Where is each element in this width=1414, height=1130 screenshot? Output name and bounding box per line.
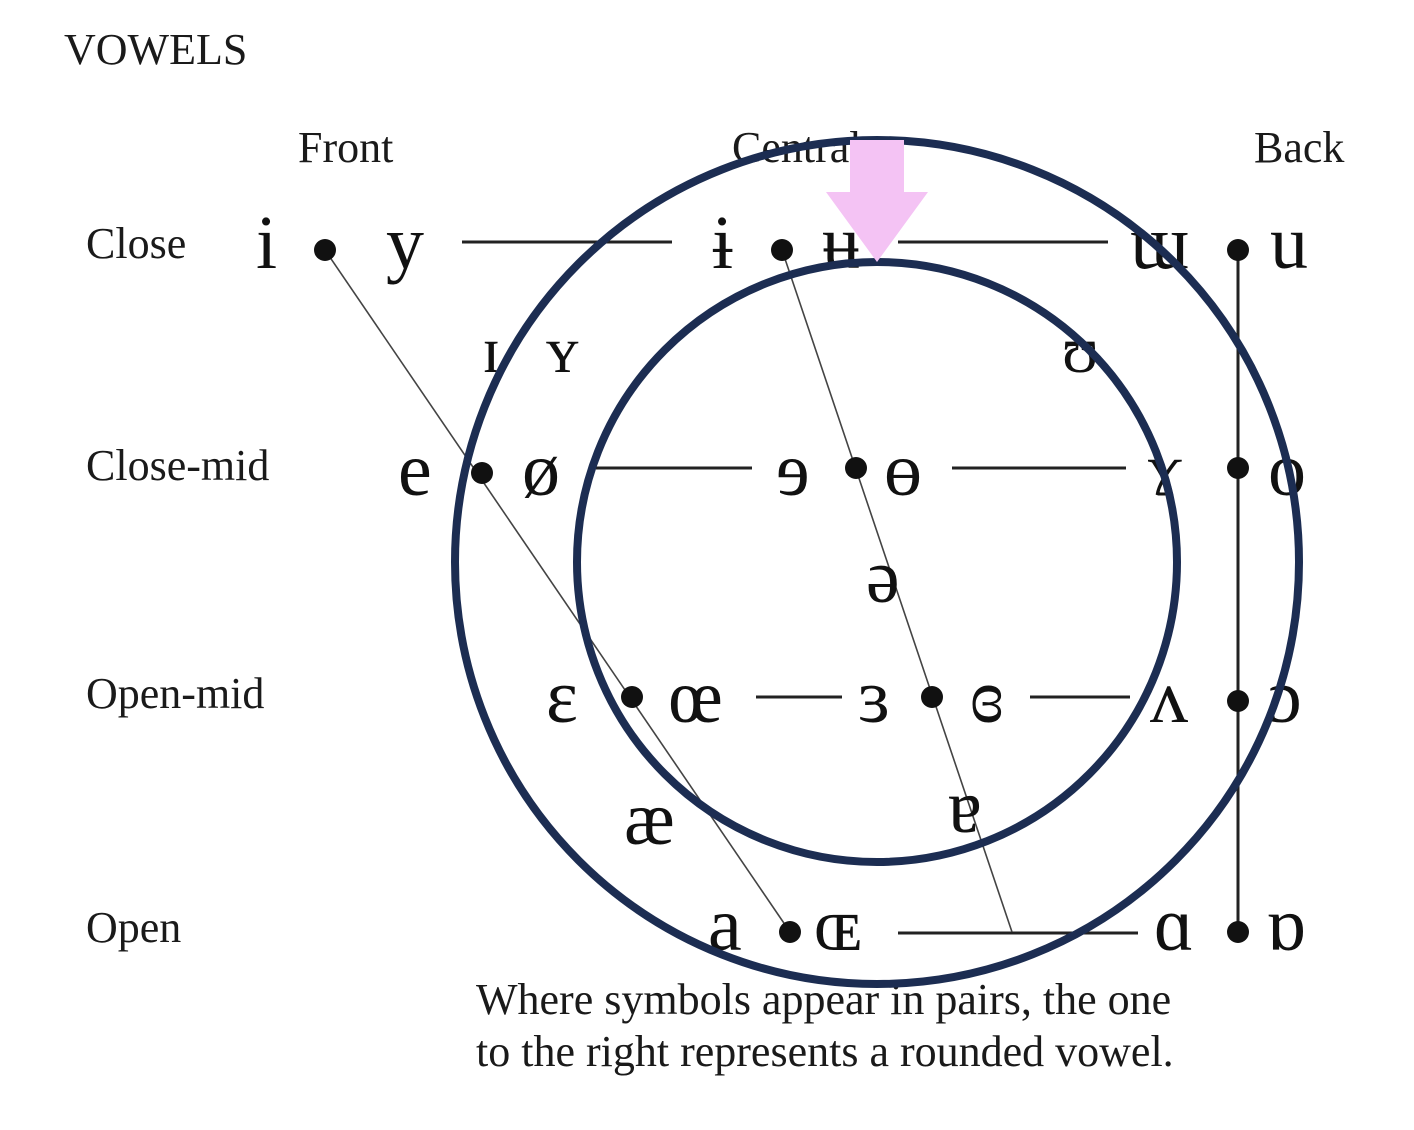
vowel-symbol: y — [386, 201, 424, 285]
vowel-symbol: ɜ — [858, 655, 890, 739]
vowel-symbol: ɨ — [712, 201, 733, 285]
vowel-symbol: ɑ — [1154, 883, 1194, 967]
open-back-dot — [1227, 921, 1249, 943]
row-label-close-mid: Close-mid — [86, 441, 269, 490]
vowel-symbol: ɛ — [546, 655, 578, 739]
vowel-symbol: ʏ — [546, 314, 579, 387]
vowel-symbol: ə — [866, 535, 900, 619]
close-central-dot — [771, 239, 793, 261]
chart-title: VOWELS — [64, 25, 247, 74]
row-label-open-mid: Open-mid — [86, 669, 264, 718]
vowel-symbol: ɪ — [482, 314, 500, 387]
column-label-back: Back — [1254, 123, 1344, 172]
vowel-symbol: ɞ — [970, 655, 1004, 739]
close-back-dot — [1227, 239, 1249, 261]
arrow-down-icon — [826, 140, 928, 262]
vowel-symbol: ø — [522, 428, 560, 512]
vowel-symbol: u — [1270, 201, 1308, 285]
open-mid-front-dot — [621, 686, 643, 708]
vowel-symbol: ɘ — [776, 428, 810, 512]
vowel-symbol: ɶ — [814, 883, 862, 967]
front-diagonal-line — [324, 249, 791, 933]
vowel-symbol: œ — [668, 655, 723, 739]
vowel-symbol: ɒ — [1266, 883, 1306, 967]
vowel-symbol: i — [256, 201, 277, 285]
row-label-open: Open — [86, 903, 181, 952]
vowel-symbol: æ — [624, 777, 675, 861]
central-diagonal-line — [781, 249, 1013, 933]
open-front-dot — [779, 921, 801, 943]
row-label-close: Close — [86, 219, 186, 268]
close-front-dot — [314, 239, 336, 261]
open-mid-central-dot — [921, 686, 943, 708]
close-mid-back-dot — [1227, 457, 1249, 479]
vowel-symbol: ɵ — [884, 428, 922, 512]
close-mid-central-dot — [845, 457, 867, 479]
column-label-front: Front — [298, 123, 393, 172]
open-mid-back-dot — [1227, 690, 1249, 712]
note-line-2: to the right represents a rounded vowel. — [476, 1027, 1174, 1076]
vowel-symbol: ɐ — [948, 765, 982, 849]
vowel-symbol: e — [398, 428, 432, 512]
close-mid-front-dot — [471, 462, 493, 484]
